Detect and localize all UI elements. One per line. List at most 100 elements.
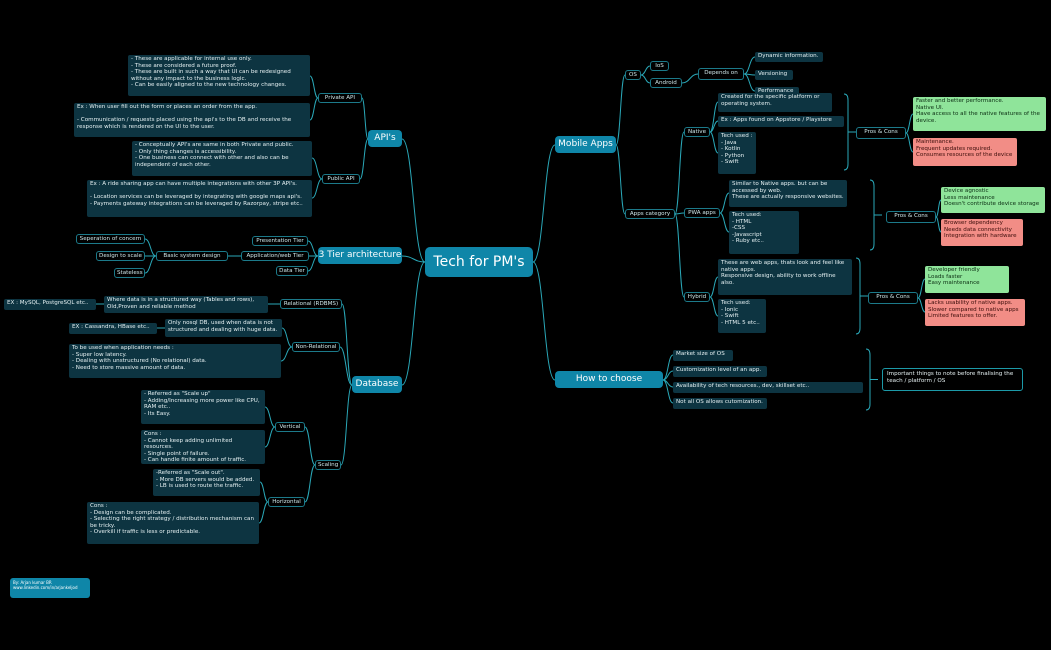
- platforms-node[interactable]: How to choose platforms: [555, 371, 663, 388]
- os-node[interactable]: OS: [625, 70, 641, 80]
- connector: [917, 278, 926, 299]
- connector: [144, 238, 157, 257]
- non-relational-node[interactable]: Non-Relational: [292, 342, 340, 352]
- bracket: [843, 93, 849, 171]
- connector: [311, 178, 323, 199]
- connector: [304, 464, 316, 503]
- relational-node[interactable]: Relational (RDBMS): [280, 299, 342, 309]
- connector: [674, 212, 685, 215]
- vertical-desc: - Referred as "Scale up" - Adding/Increa…: [141, 390, 265, 424]
- hybrid-pros-cons[interactable]: Pros & Cons: [868, 292, 918, 304]
- stateless-node[interactable]: Stateless: [114, 268, 145, 278]
- connector: [917, 297, 926, 313]
- hybrid-node[interactable]: Hybrid: [684, 292, 710, 302]
- mobile-apps-node[interactable]: Mobile Apps: [555, 136, 616, 153]
- relational-desc: Where data is in a structured way (Table…: [104, 296, 268, 313]
- connector: [258, 501, 269, 524]
- connector: [681, 73, 699, 84]
- presentation-tier-node[interactable]: Presentation Tier: [252, 236, 308, 246]
- connector: [532, 261, 556, 381]
- root-node[interactable]: Tech for PM's: [425, 247, 533, 277]
- connector: [264, 406, 276, 428]
- vertical-cons: Cons : - Cannot keep adding unlimited re…: [141, 430, 265, 464]
- connector: [709, 120, 719, 133]
- pwa-tech: Tech used: - HTML -CSS -Javascript - Rub…: [729, 211, 799, 254]
- ios-node[interactable]: IoS: [650, 61, 669, 71]
- hybrid-desc: These are web apps, thats look and feel …: [718, 259, 852, 295]
- public-api-node[interactable]: Public API: [322, 174, 360, 184]
- bracket: [855, 257, 861, 335]
- native-pros: Faster and better performance. Native UI…: [913, 97, 1046, 131]
- native-cons: Maintenance. Frequent updates required. …: [913, 138, 1017, 166]
- non-relational-example: EX : Cassandra, HBase etc..: [69, 323, 157, 334]
- connector: [674, 213, 685, 298]
- connector: [281, 327, 293, 348]
- connector: [615, 74, 626, 146]
- connector: [307, 240, 319, 257]
- private-api-example: Ex : When user fill out the form or plac…: [74, 103, 310, 137]
- connector: [401, 261, 426, 386]
- author-credit: By: Arjan kumar BR www.linkedin.com/in/a…: [10, 578, 90, 598]
- database-node[interactable]: Database: [352, 376, 402, 393]
- apis-node[interactable]: API's: [368, 130, 402, 147]
- tech-availability: Availability of tech resources., dev, sk…: [673, 382, 863, 393]
- vertical-node[interactable]: Vertical: [275, 422, 305, 432]
- connector: [259, 481, 269, 503]
- connector: [935, 216, 942, 233]
- market-size: Market size of OS: [673, 350, 733, 361]
- horizontal-cons: Cons : - Design can be complicated. - Se…: [87, 502, 259, 544]
- scale-node[interactable]: Design to scale: [96, 251, 145, 261]
- scaling-node[interactable]: Scaling: [315, 460, 341, 470]
- connector: [905, 113, 914, 134]
- pwa-node[interactable]: PWA apps: [684, 208, 720, 218]
- connector: [905, 132, 914, 153]
- non-relational-desc: Only nosql DB, used when data is not str…: [165, 319, 282, 337]
- connector: [640, 74, 651, 84]
- connector: [339, 346, 353, 386]
- application-tier-node[interactable]: Application/web Tier: [241, 251, 309, 261]
- private-api-node[interactable]: Private API: [318, 93, 362, 103]
- pwa-pros: Device agnostic Less maintenance Doesn't…: [941, 187, 1045, 213]
- pwa-pros-cons[interactable]: Pros & Cons: [886, 211, 936, 223]
- connector: [674, 131, 685, 215]
- android-node[interactable]: Android: [650, 78, 682, 88]
- connector: [743, 56, 756, 75]
- native-tech: Tech used : - Java - Kotlin - Python - S…: [718, 132, 756, 174]
- private-api-desc: - These are applicable for internal use …: [128, 55, 310, 96]
- connector: [719, 192, 730, 214]
- connector: [307, 255, 319, 272]
- non-relational-use: To be used when application needs : - Su…: [69, 344, 281, 378]
- connector: [361, 97, 369, 140]
- basic-design-node[interactable]: Basic system design: [156, 251, 228, 261]
- native-desc: Created for the specific platform or ope…: [718, 93, 832, 112]
- not-all-os: Not all OS allows cutomization.: [673, 398, 767, 409]
- native-node[interactable]: Native: [684, 127, 710, 137]
- separation-node[interactable]: Seperation of concern: [76, 234, 145, 244]
- bracket: [865, 348, 871, 411]
- pwa-desc: Similar to Native apps. but can be acces…: [729, 180, 847, 207]
- apps-category-node[interactable]: Apps category: [625, 209, 675, 219]
- connector: [264, 426, 276, 448]
- data-tier-node[interactable]: Data Tier: [276, 266, 308, 276]
- connector: [615, 144, 626, 215]
- tier-node[interactable]: 3 Tier architecture: [318, 247, 402, 264]
- performance: Performance: [755, 87, 799, 96]
- connector: [309, 75, 319, 99]
- connector: [144, 255, 157, 274]
- connector: [341, 303, 353, 386]
- connector: [311, 157, 323, 180]
- connector: [709, 276, 719, 298]
- depends-on-node[interactable]: Depends on: [698, 68, 744, 80]
- connector: [401, 255, 426, 263]
- pwa-cons: Browser dependency Needs data connectivi…: [941, 219, 1023, 246]
- hybrid-pros: Developer friendly Loads faster Easy mai…: [925, 266, 1009, 293]
- customization-level: Customization level of an app.: [673, 366, 767, 377]
- horizontal-node[interactable]: Horizontal: [268, 497, 305, 507]
- native-pros-cons[interactable]: Pros & Cons: [856, 127, 906, 139]
- native-example: Ex : Apps found on Appstore / Playstore: [718, 116, 844, 127]
- connector: [280, 346, 293, 362]
- connector: [709, 131, 719, 154]
- connector: [304, 426, 316, 466]
